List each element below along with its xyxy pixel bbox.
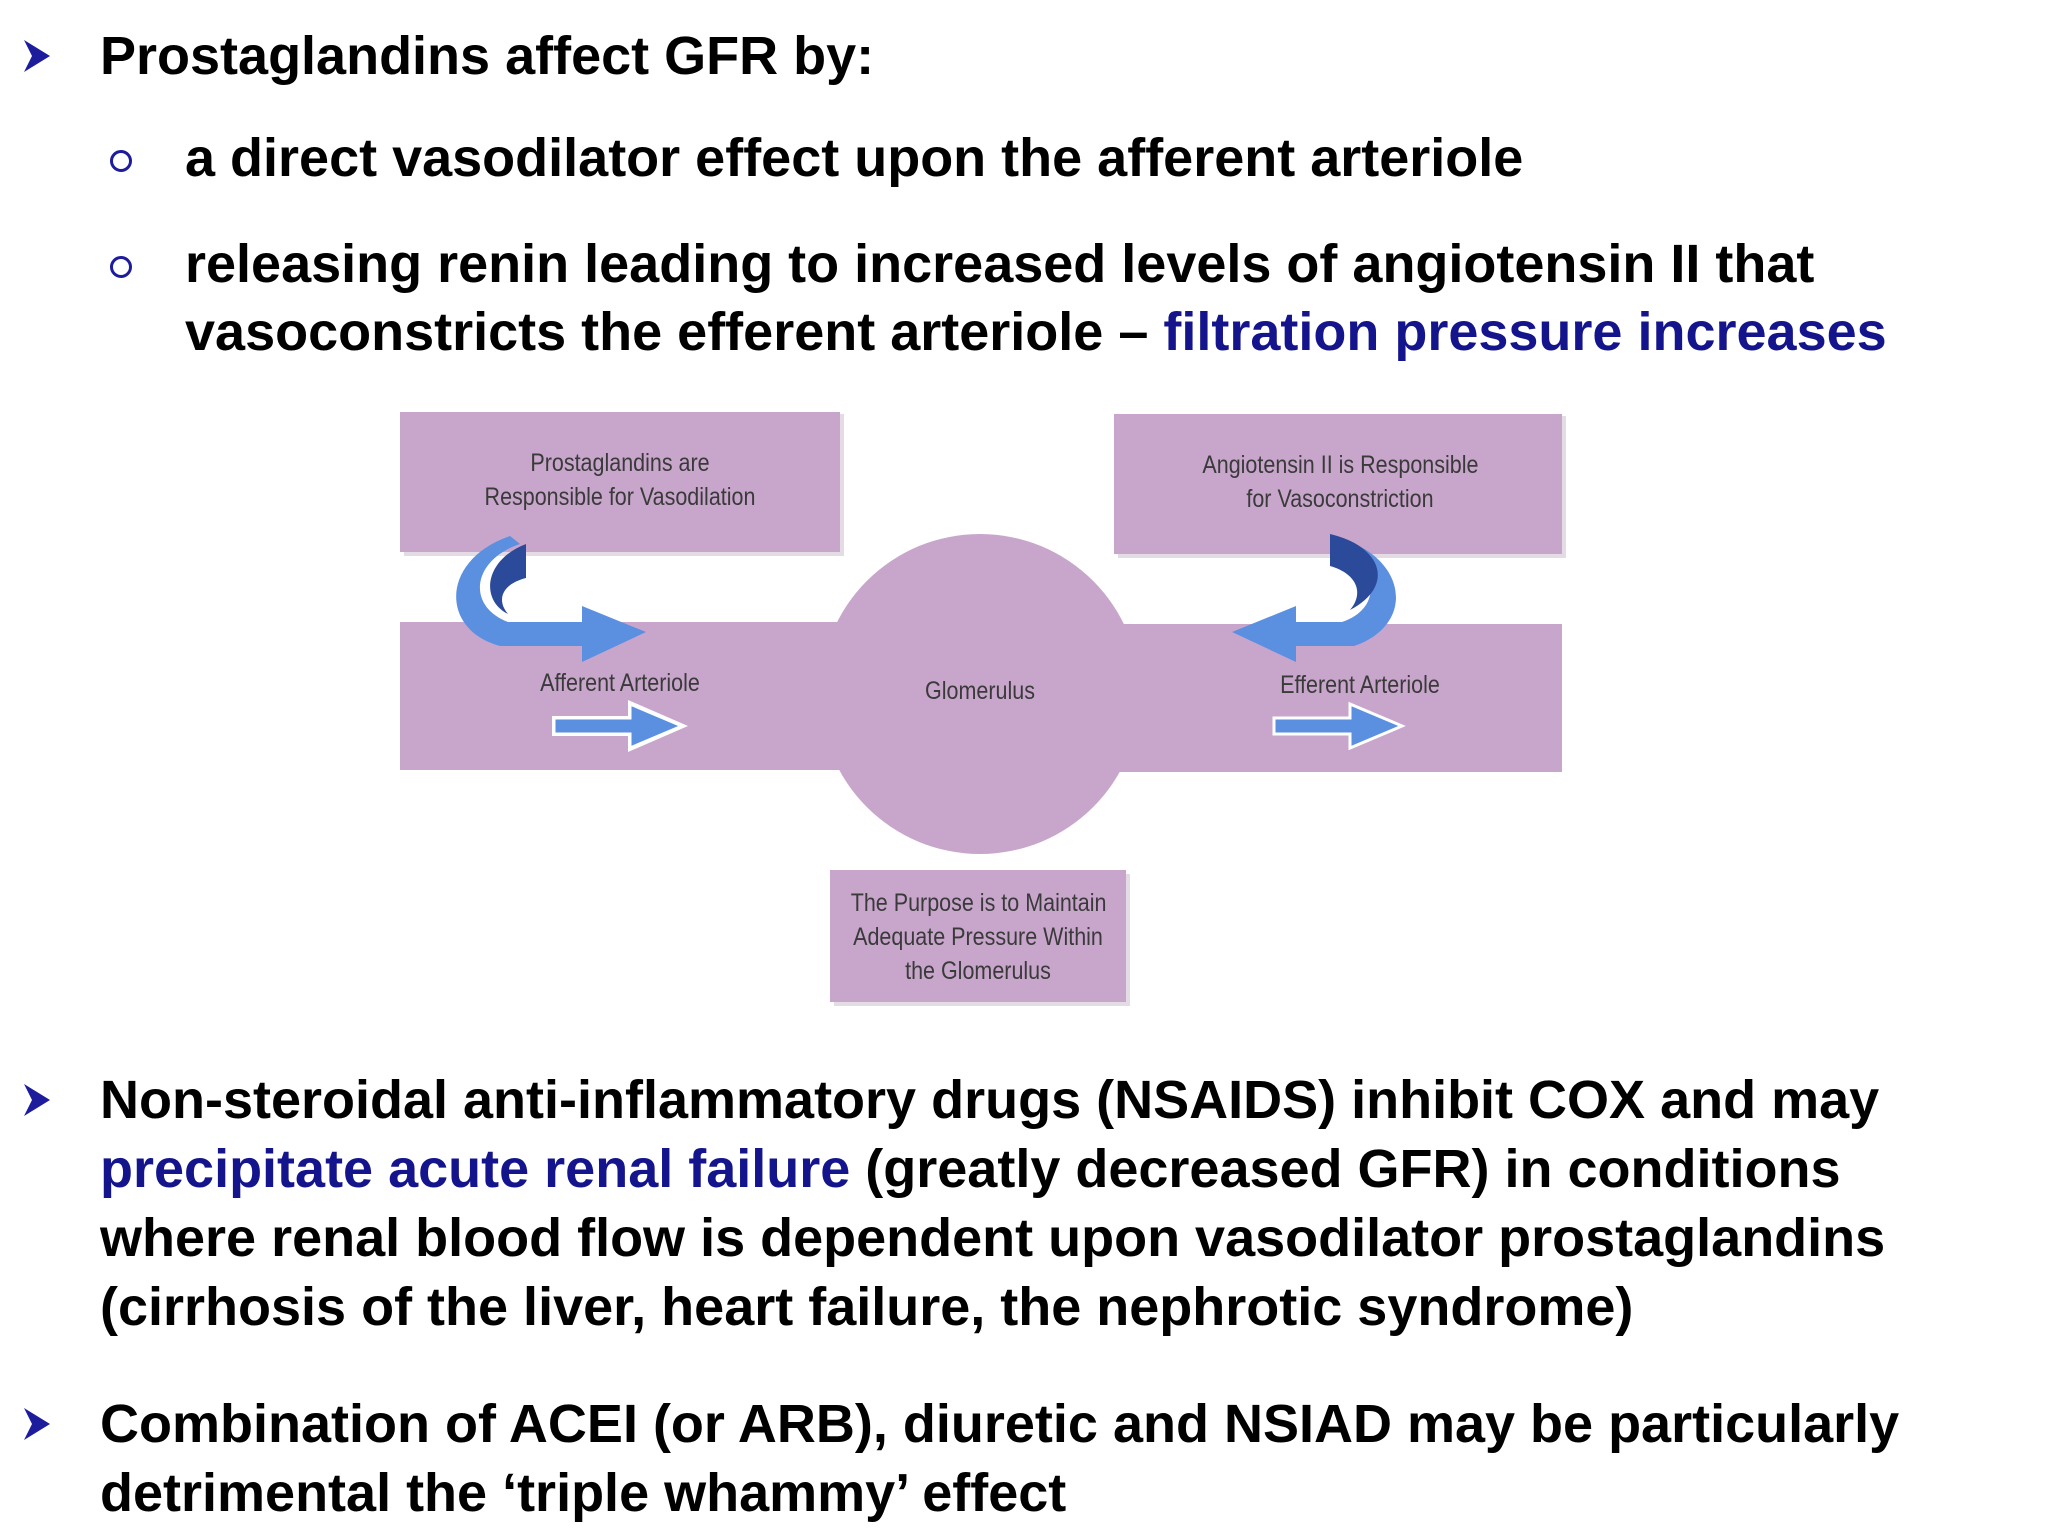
arrow-bullet-icon (24, 40, 50, 72)
nsaids-line3: where renal blood flow is dependent upon… (100, 1208, 1886, 1268)
acute-renal-failure-highlight: precipitate acute renal failure (100, 1139, 851, 1199)
bullet-prostaglandins-gfr: Prostaglandins affect GFR by: (100, 26, 875, 86)
angiotensin-box-line2: for Vasoconstriction (1246, 485, 1434, 513)
efferent-flow-arrow-icon (1272, 701, 1406, 751)
prostaglandins-box-line1: Prostaglandins are (530, 449, 710, 477)
purpose-box (830, 870, 1126, 1002)
subbullet-renin-line2: vasoconstricts the efferent arteriole – … (185, 298, 1887, 367)
glomerulus-pressure-diagram: Prostaglandins are Responsible for Vasod… (400, 410, 1570, 1010)
purpose-box-line1: The Purpose is to Maintain (850, 889, 1107, 917)
angiotensin-box-label: Angiotensin II is Responsible for Vasoco… (1202, 448, 1479, 516)
vasoconstriction-curved-arrow-icon (1232, 534, 1396, 662)
prostaglandins-box (400, 412, 840, 552)
glomerulus-circle (820, 534, 1140, 854)
nsaids-line2: precipitate acute renal failure (greatly… (100, 1135, 1840, 1204)
angiotensin-box (1114, 414, 1562, 554)
subbullet-renin-line1: releasing renin leading to increased lev… (185, 234, 1815, 294)
triple-whammy-line2: detrimental the ‘triple whammy’ effect (100, 1463, 1067, 1523)
subbullet-vasodilator-effect: a direct vasodilator effect upon the aff… (185, 128, 1524, 188)
efferent-arteriole-vessel (1090, 624, 1562, 772)
filtration-pressure-highlight: filtration pressure increases (1163, 302, 1887, 362)
glomerulus-label: Glomerulus (925, 677, 1035, 705)
diagram-shapes (400, 412, 1566, 1006)
vasodilation-curved-arrow-icon (456, 536, 646, 662)
arrow-bullet-icon (24, 1408, 50, 1440)
nsaids-line4: (cirrhosis of the liver, heart failure, … (100, 1277, 1634, 1337)
circle-bullet-icon (110, 150, 132, 172)
angiotensin-box-line1: Angiotensin II is Responsible (1202, 451, 1479, 479)
triple-whammy-line1: Combination of ACEI (or ARB), diuretic a… (100, 1394, 1900, 1454)
arrow-bullet-icon (24, 1084, 50, 1116)
purpose-box-line3: the Glomerulus (905, 957, 1051, 985)
nsaids-line1: Non-steroidal anti-inflammatory drugs (N… (100, 1070, 1880, 1130)
afferent-arteriole-label: Afferent Arteriole (540, 669, 700, 697)
nsaids-line2-plain: (greatly decreased GFR) in conditions (850, 1139, 1841, 1199)
purpose-box-line2: Adequate Pressure Within (853, 923, 1103, 951)
purpose-box-label: The Purpose is to Maintain Adequate Pres… (850, 886, 1107, 988)
subbullet-renin-line2-plain: vasoconstricts the efferent arteriole – (185, 302, 1164, 362)
prostaglandins-box-label: Prostaglandins are Responsible for Vasod… (482, 446, 757, 514)
afferent-flow-arrow-icon (552, 700, 688, 752)
prostaglandins-box-line2: Responsible for Vasodilation (484, 483, 756, 511)
circle-bullet-icon (110, 256, 132, 278)
efferent-arteriole-label: Efferent Arteriole (1280, 671, 1440, 699)
